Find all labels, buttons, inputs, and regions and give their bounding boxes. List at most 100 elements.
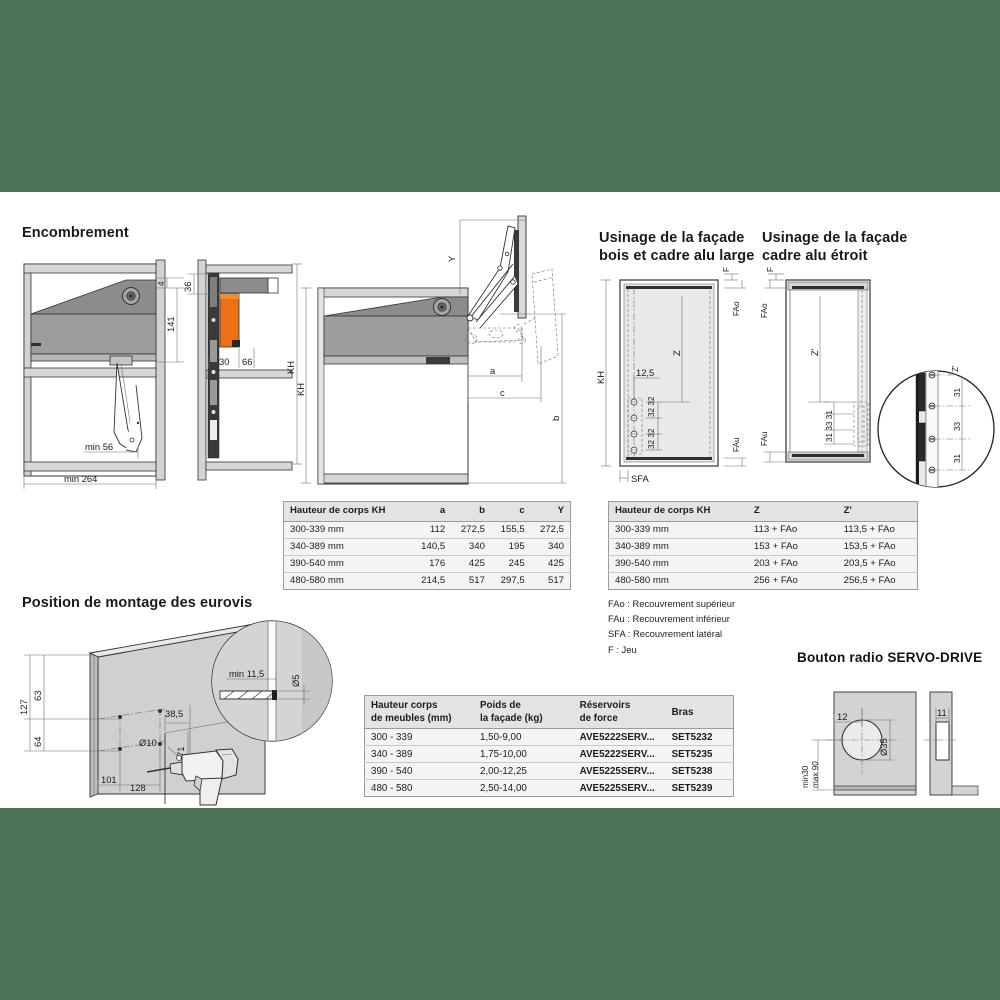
cell-poids: 2,00-12,25 <box>474 762 574 781</box>
cell-z: 153 + FAo <box>747 538 838 556</box>
dim-min30: min30 <box>801 765 810 788</box>
table-row: 340 - 389 1,75-10,00 AVE5222SERV... SET5… <box>364 745 734 764</box>
dim-38-5: 38,5 <box>165 708 183 719</box>
table-row: 340-389 mm 140,5 340 195 340 <box>283 538 571 556</box>
table-row: 480 - 580 2,50-14,00 AVE5225SERV... SET5… <box>364 779 734 797</box>
dim-36: 36 <box>182 282 193 292</box>
dim-30: 30 <box>219 356 229 367</box>
th-poids-facade: Poids de la façade (kg) <box>474 695 574 730</box>
table-header-row: Hauteur corps de meubles (mm) Poids de l… <box>364 695 734 730</box>
cell-hauteur: 300 - 339 <box>364 728 475 747</box>
table-kh-abcy-wrapper: Hauteur de corps KH a b c Y 300-339 mm 1… <box>283 501 571 590</box>
legend-item: F : Jeu <box>608 643 637 655</box>
table-row: 480-580 mm 214,5 517 297,5 517 <box>283 572 571 590</box>
drawing-detail-circle: Z' 31 33 31 <box>872 365 1000 493</box>
table-row: 390-540 mm 203 + FAo 203,5 + FAo <box>608 555 918 573</box>
dim-min56: min 56 <box>85 441 113 452</box>
dim-128: 128 <box>130 782 146 793</box>
cell-bras: SET5232 <box>665 728 734 747</box>
cell-z: 256 + FAo <box>747 572 838 590</box>
table-row: 390-540 mm 176 425 245 425 <box>283 555 571 573</box>
detail-Zprime: Z' <box>951 365 960 372</box>
cell-kh: 340-389 mm <box>608 538 748 556</box>
drawing-bouton-radio: 12 Ø35 min30 max 90 <box>790 682 980 807</box>
dim-FAu: FAu <box>732 437 741 452</box>
cell-a: 112 <box>411 521 452 539</box>
th-hauteur-corps: Hauteur corps de meubles (mm) <box>364 695 475 730</box>
table-header-row: Hauteur de corps KH a b c Y <box>283 501 571 522</box>
cell-reservoir: AVE5225SERV... <box>573 779 666 797</box>
cell-kh: 480-580 mm <box>283 572 412 590</box>
cell-a: 140,5 <box>411 538 452 556</box>
cell-zprime: 113,5 + FAo <box>837 521 918 539</box>
dim-63: 63 <box>32 691 43 701</box>
dim-101: 101 <box>101 774 117 785</box>
dim-max90: max 90 <box>811 761 820 788</box>
cell-c: 297,5 <box>490 572 531 590</box>
th-z: Z <box>747 501 838 522</box>
dim-FAo: FAo <box>732 301 741 316</box>
legend-item: SFA : Recouvrement latéral <box>608 628 723 640</box>
dim-32-b: 32 32 <box>647 428 656 449</box>
cell-kh: 480-580 mm <box>608 572 748 590</box>
cell-reservoir: AVE5222SERV... <box>573 728 666 747</box>
table-row: 300 - 339 1,50-9,00 AVE5222SERV... SET52… <box>364 728 734 747</box>
cell-y: 425 <box>530 555 571 573</box>
dim-FAo-alu: FAo <box>760 303 769 318</box>
dim-71: 71 <box>175 747 186 757</box>
cell-kh: 340-389 mm <box>283 538 412 556</box>
dim-kh-side-line <box>291 263 303 465</box>
dim-12: 12 <box>837 711 847 722</box>
table-kh-z: Hauteur de corps KH Z Z' 300-339 mm 113 … <box>608 501 918 590</box>
drawing-usinage-alu: F FAo FAu <box>758 267 908 484</box>
table-row: 300-339 mm 112 272,5 155,5 272,5 <box>283 521 571 539</box>
cell-y: 517 <box>530 572 571 590</box>
table-selection: Hauteur corps de meubles (mm) Poids de l… <box>364 695 734 798</box>
dim-diam10: Ø10 <box>139 737 157 748</box>
cell-kh: 300-339 mm <box>608 521 748 539</box>
dim-141: 141 <box>165 316 176 332</box>
table-row: 300-339 mm 113 + FAo 113,5 + FAo <box>608 521 918 539</box>
cell-hauteur: 480 - 580 <box>364 779 475 797</box>
dim-12-5: 12,5 <box>636 367 654 378</box>
cell-b: 425 <box>451 555 491 573</box>
dim-64: 64 <box>32 737 43 747</box>
cell-poids: 1,50-9,00 <box>474 728 574 747</box>
section-title-eurovis: Position de montage des eurovis <box>22 595 253 611</box>
section-title-encombrement: Encombrement <box>22 225 129 241</box>
table-row: 390 - 540 2,00-12,25 AVE5225SERV... SET5… <box>364 762 734 781</box>
dim-diam5: Ø5 <box>290 674 301 687</box>
cell-c: 245 <box>490 555 531 573</box>
detail-31-top: 31 <box>953 387 962 397</box>
datasheet-canvas: Encombrement <box>0 192 1000 808</box>
dim-127: 127 <box>18 699 29 715</box>
dim-F: F <box>722 267 731 272</box>
cell-poids: 2,50-14,00 <box>474 779 574 797</box>
table-row: 340-389 mm 153 + FAo 153,5 + FAo <box>608 538 918 556</box>
cell-b: 340 <box>451 538 491 556</box>
th-y: Y <box>530 501 571 522</box>
dim-Z: Z <box>671 350 682 356</box>
table-kh-abcy: Hauteur de corps KH a b c Y 300-339 mm 1… <box>283 501 571 590</box>
th-c: c <box>490 501 531 522</box>
cell-y: 272,5 <box>530 521 571 539</box>
cell-c: 155,5 <box>490 521 531 539</box>
cell-y: 340 <box>530 538 571 556</box>
dim-11: 11 <box>937 707 947 718</box>
table-header-row: Hauteur de corps KH Z Z' <box>608 501 918 522</box>
svg-text:KH: KH <box>285 361 296 374</box>
dim-FAu-alu: FAu <box>760 431 769 446</box>
dim-Zprime: Z' <box>809 348 820 356</box>
th-zprime: Z' <box>837 501 918 522</box>
th-reservoirs: Réservoirs de force <box>573 695 666 730</box>
drawing-encombrement-side: 36 30 66 <box>182 259 293 482</box>
drawing-usinage-bois: KH <box>595 267 758 489</box>
dim-kh-bois: KH <box>595 371 606 384</box>
cell-a: 176 <box>411 555 452 573</box>
dim-diam35: Ø35 <box>878 738 889 756</box>
dim-min11-5: min 11,5 <box>229 668 264 679</box>
cell-c: 195 <box>490 538 531 556</box>
dims-front-vertical: 4 141 <box>150 264 190 394</box>
dim-kh-side: KH <box>284 352 304 382</box>
